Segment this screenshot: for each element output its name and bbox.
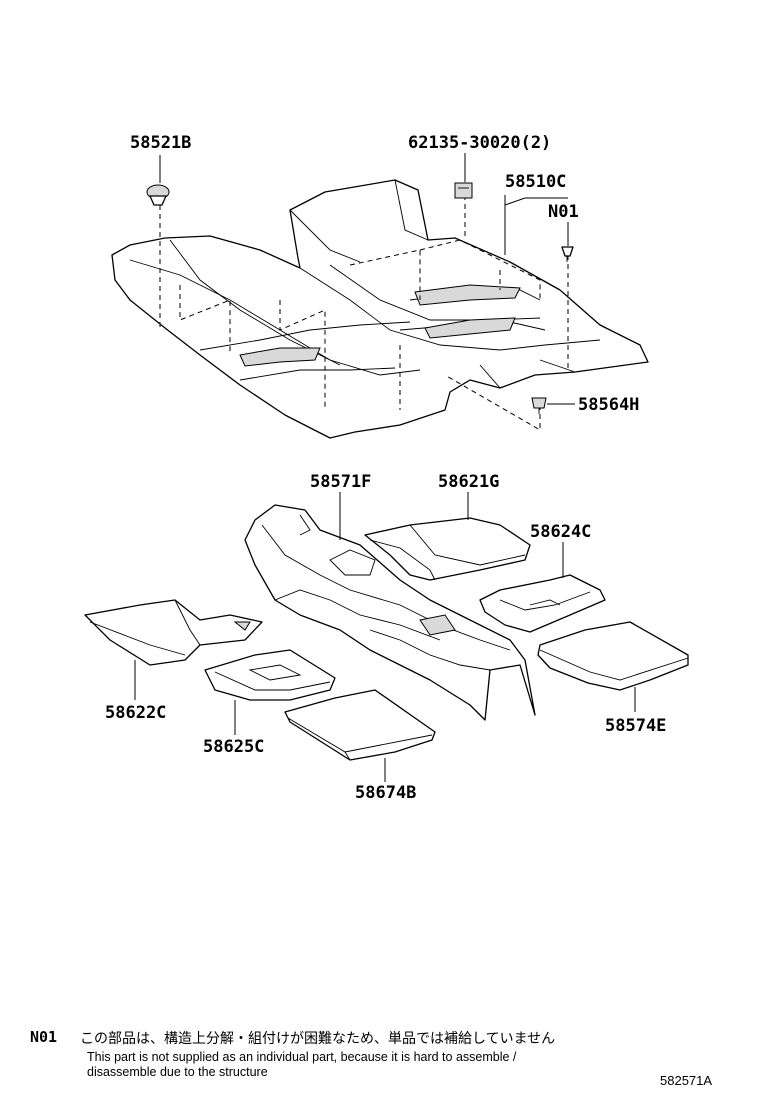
label-58621g: 58621G (438, 472, 499, 492)
pad-58674b (284, 689, 436, 761)
clip-58521b-icon (146, 184, 170, 206)
lower-leader-lines (134, 492, 636, 782)
figure-id: 582571A (660, 1073, 713, 1088)
floor-carpet-assembly (111, 179, 649, 439)
pad-58624c (479, 574, 606, 633)
mat-58622c (84, 599, 263, 666)
clip-n01-icon (561, 246, 574, 262)
tunnel-insulator-58571f (244, 504, 536, 721)
label-n01: N01 (548, 202, 579, 222)
pad-58625c (204, 649, 336, 701)
upper-dashed-guides (159, 195, 569, 431)
pad-58621g (364, 517, 531, 581)
footnote-japanese: この部品は、構造上分解・組付けが困難なため、単品では補給していません (80, 1031, 556, 1047)
label-58624c: 58624C (530, 522, 591, 542)
footnote-key: N01 (30, 1028, 58, 1046)
pad-58574e (537, 621, 689, 691)
upper-leader-lines (159, 153, 575, 405)
footnote-english-line2: disassemble due to the structure (87, 1065, 268, 1079)
label-58510c: 58510C (505, 172, 566, 192)
clip-62135-icon (454, 182, 473, 199)
label-58521b: 58521B (130, 133, 191, 153)
footnote-english-line1: This part is not supplied as an individu… (87, 1050, 517, 1064)
label-62135-30020: 62135-30020(2) (408, 133, 551, 153)
label-58564h: 58564H (578, 395, 639, 415)
label-58625c: 58625C (203, 737, 264, 757)
footnote-english: This part is not supplied as an individu… (87, 1050, 647, 1080)
label-58674b: 58674B (355, 783, 416, 803)
clip-58564h-icon (531, 397, 547, 414)
label-58571f: 58571F (310, 472, 371, 492)
label-58622c: 58622C (105, 703, 166, 723)
label-58574e: 58574E (605, 716, 666, 736)
